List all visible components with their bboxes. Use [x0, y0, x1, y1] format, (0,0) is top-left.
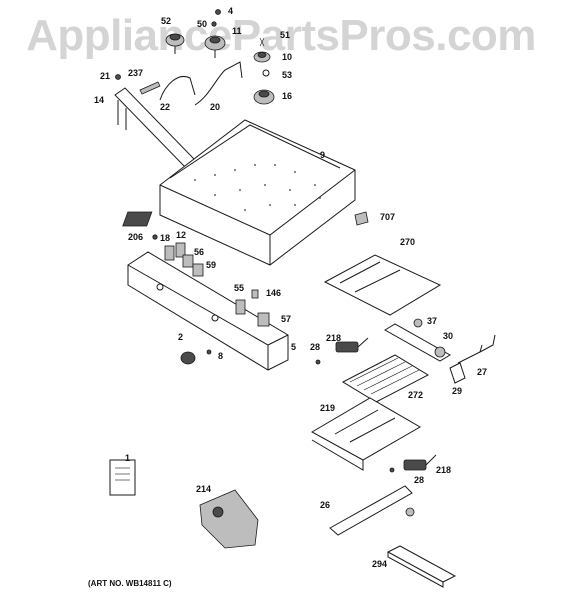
bracket-56[interactable] — [182, 254, 194, 268]
broil-tube-26[interactable] — [329, 485, 415, 536]
bracket-57[interactable] — [257, 312, 270, 327]
part-label: 272 — [408, 390, 423, 400]
part-label: 146 — [266, 288, 281, 298]
screw-50[interactable] — [211, 21, 217, 27]
part-label: 21 — [100, 71, 110, 81]
screw-28-lower[interactable] — [389, 467, 395, 473]
part-labels: 4 50 52 11 51 10 53 16 21 237 22 20 14 9… — [94, 6, 487, 569]
part-label: 27 — [477, 367, 487, 377]
knob-2[interactable] — [180, 351, 196, 365]
control-panel-5[interactable] — [127, 251, 289, 371]
part-label: 59 — [206, 260, 216, 270]
igniter-218-upper[interactable] — [335, 337, 369, 353]
part-label: 2 — [178, 332, 183, 342]
part-label: 16 — [282, 91, 292, 101]
part-label: 1 — [125, 453, 130, 463]
orifice-237[interactable] — [139, 81, 161, 95]
burner-valve-52[interactable] — [165, 33, 185, 54]
burner-valve-10[interactable] — [253, 51, 271, 63]
part-label: 29 — [452, 386, 462, 396]
part-label: 5 — [291, 342, 296, 352]
part-label: 4 — [228, 6, 233, 16]
igniter-218-lower[interactable] — [403, 454, 437, 471]
orifice-37[interactable] — [413, 318, 423, 328]
part-label: 237 — [128, 68, 143, 78]
manual-1[interactable] — [109, 459, 136, 496]
bracket-59[interactable] — [192, 263, 204, 277]
switch-12[interactable] — [175, 242, 186, 258]
watermark-text: AppliancePartsPros.com — [26, 11, 536, 60]
part-label: 51 — [280, 30, 290, 40]
part-label: 707 — [380, 212, 395, 222]
part-label: 11 — [232, 26, 242, 36]
part-label: 28 — [414, 475, 424, 485]
switch-18[interactable] — [164, 245, 175, 261]
screw-28-upper[interactable] — [315, 359, 321, 365]
bake-burner-272[interactable] — [341, 354, 430, 403]
burner-valve-16[interactable] — [253, 89, 275, 105]
washer-53[interactable] — [262, 69, 270, 77]
screw-206[interactable] — [152, 234, 158, 240]
tube-20[interactable] — [194, 61, 243, 106]
part-label: 56 — [194, 247, 204, 257]
tube-22[interactable] — [159, 76, 196, 101]
gas-valve-214[interactable] — [199, 489, 259, 549]
spring-51[interactable] — [259, 37, 265, 47]
clip-707[interactable] — [354, 211, 369, 226]
screw-8[interactable] — [206, 349, 212, 355]
part-label: 26 — [320, 500, 330, 510]
heat-shield-270[interactable] — [323, 254, 442, 316]
bracket-294[interactable] — [386, 545, 457, 588]
part-label: 57 — [281, 314, 291, 324]
part-label: 214 — [196, 484, 211, 494]
part-label: 53 — [282, 70, 292, 80]
clip-146[interactable] — [251, 289, 259, 299]
part-label: 52 — [161, 16, 171, 26]
screw-21[interactable] — [115, 74, 121, 80]
tube-27[interactable] — [457, 334, 496, 364]
part-label: 22 — [160, 102, 170, 112]
part-label: 9 — [320, 150, 325, 160]
part-label: 8 — [218, 351, 223, 361]
part-label: 37 — [427, 316, 437, 326]
part-label: 30 — [443, 331, 453, 341]
part-label: 294 — [372, 559, 387, 569]
part-label: 50 — [197, 19, 207, 29]
part-label: 55 — [234, 283, 244, 293]
part-label: 28 — [310, 342, 320, 352]
part-label: 218 — [326, 333, 341, 343]
burner-valve-11[interactable] — [204, 35, 226, 58]
part-label: 18 — [160, 233, 170, 243]
burner-shield-219[interactable] — [310, 397, 421, 471]
art-number-caption: (ART NO. WB14811 C) — [88, 579, 172, 588]
part-label: 218 — [436, 465, 451, 475]
burner-box-9[interactable] — [122, 119, 356, 266]
part-label: 12 — [176, 230, 186, 240]
part-label: 206 — [128, 232, 143, 242]
part-label: 10 — [282, 52, 292, 62]
switch-55[interactable] — [235, 299, 246, 315]
part-label: 219 — [320, 403, 335, 413]
screw-4[interactable] — [215, 9, 221, 15]
part-label: 20 — [210, 102, 220, 112]
manifold-14[interactable] — [114, 87, 196, 168]
part-label: 14 — [94, 95, 104, 105]
part-label: 270 — [400, 237, 415, 247]
burner-tube-30[interactable] — [384, 323, 451, 362]
fitting-29[interactable] — [449, 362, 466, 384]
